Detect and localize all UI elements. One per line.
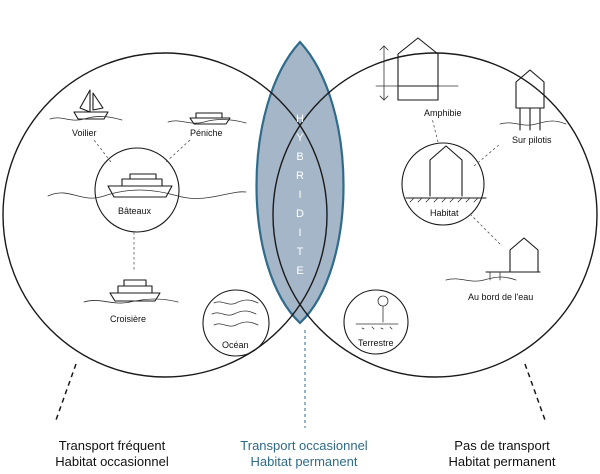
arrow-to-au-bord bbox=[469, 213, 503, 247]
right-caption-line-1: Pas de transport bbox=[454, 438, 550, 453]
hybridite-letter: E bbox=[296, 265, 303, 277]
bateaux-circle bbox=[94, 147, 180, 233]
left-circle bbox=[2, 52, 328, 378]
house-icon bbox=[405, 145, 487, 203]
barge-icon bbox=[167, 112, 247, 125]
hybridite-letter: D bbox=[296, 208, 304, 220]
arrow-to-peniche bbox=[165, 139, 191, 163]
voilier-label: Voilier bbox=[72, 128, 97, 138]
ocean-circle bbox=[202, 289, 270, 357]
ship-icon bbox=[107, 173, 173, 198]
amphibie-label: Amphibie bbox=[424, 108, 462, 118]
hybridite-letter: I bbox=[298, 227, 301, 239]
hybridite-letter: H bbox=[296, 113, 304, 125]
amphibious-house-icon bbox=[375, 37, 459, 101]
right-caption-line-2: Habitat permanent bbox=[449, 454, 556, 469]
left-leader-line bbox=[55, 363, 77, 421]
hybridite-letters: H Y B R I D I T E bbox=[296, 113, 304, 277]
cruise-ship-icon bbox=[83, 279, 179, 304]
left-caption-line-1: Transport fréquent bbox=[59, 438, 166, 453]
arrow-to-amphibie bbox=[431, 117, 439, 143]
hybridite-letter: B bbox=[296, 151, 303, 163]
hybridite-letter: I bbox=[298, 189, 301, 201]
habitat-label: Habitat bbox=[430, 208, 459, 218]
terrestre-label: Terrestre bbox=[358, 338, 394, 348]
au-bord-label: Au bord de l'eau bbox=[468, 292, 533, 302]
sur-pilotis-label: Sur pilotis bbox=[512, 135, 552, 145]
bateaux-label: Bâteaux bbox=[118, 206, 152, 216]
right-circle bbox=[272, 52, 598, 378]
stilt-house-icon bbox=[499, 69, 567, 131]
waterside-house-icon bbox=[445, 237, 541, 282]
right-leader-line bbox=[524, 363, 546, 421]
wave-line bbox=[47, 189, 247, 199]
terrestre-circle bbox=[343, 289, 409, 355]
hybridite-letter: R bbox=[296, 170, 304, 182]
croisiere-label: Croisière bbox=[110, 314, 146, 324]
peniche-label: Péniche bbox=[190, 128, 223, 138]
middle-caption-line-1: Transport occasionnel bbox=[240, 438, 368, 453]
waves-icon bbox=[211, 299, 259, 327]
hybridite-letter: Y bbox=[296, 132, 304, 144]
tree-ground-icon bbox=[355, 295, 399, 330]
sailboat-icon bbox=[49, 89, 123, 121]
habitat-circle bbox=[401, 142, 485, 226]
hybridite-letter: T bbox=[297, 246, 304, 258]
ocean-label: Océan bbox=[222, 340, 249, 350]
arrow-to-sur-pilotis bbox=[473, 143, 501, 167]
hybridite-overlap bbox=[255, 40, 345, 325]
middle-caption-line-2: Habitat permanent bbox=[251, 454, 358, 469]
left-caption-line-2: Habitat occasionnel bbox=[55, 454, 169, 469]
